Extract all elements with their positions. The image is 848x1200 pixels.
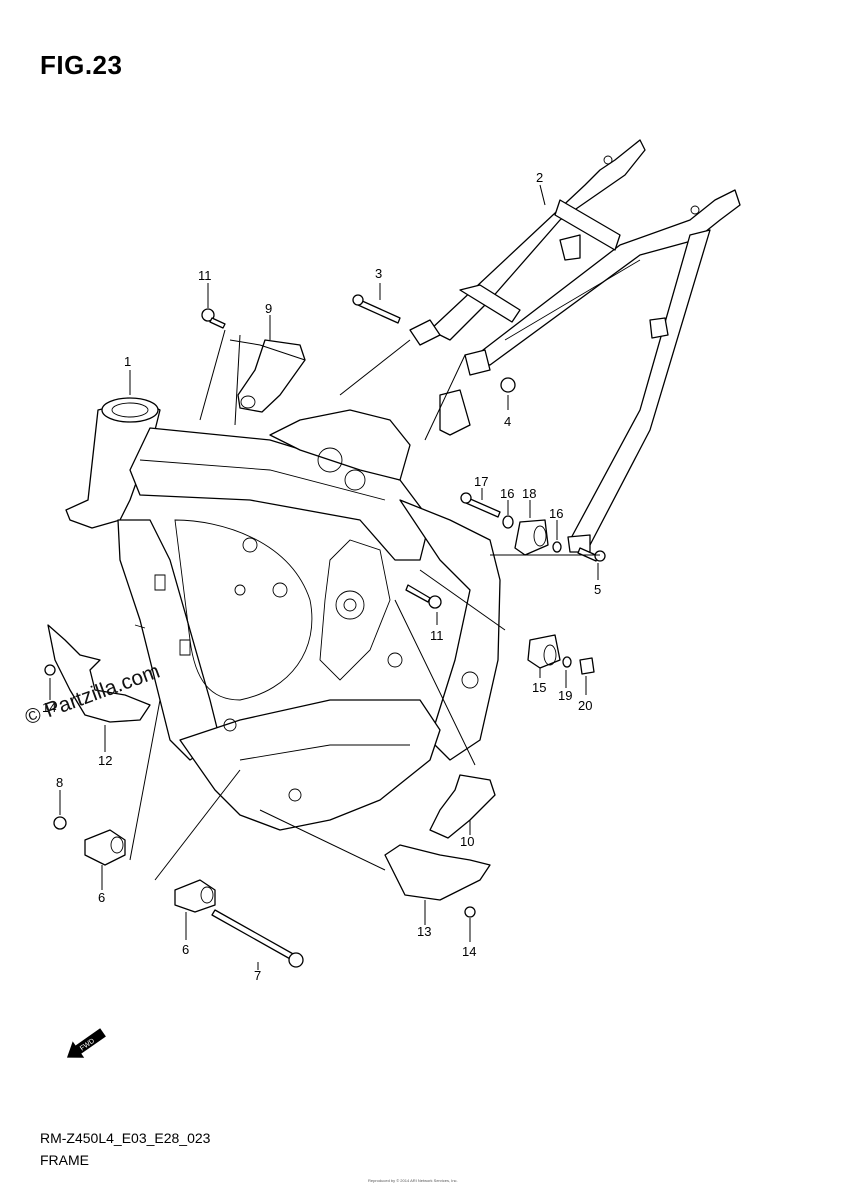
clamp-6-lower xyxy=(174,879,216,913)
callout-9: 9 xyxy=(265,301,272,316)
bolt-11-lower xyxy=(405,584,442,609)
bracket-10 xyxy=(429,774,496,839)
clamp-6-upper xyxy=(84,829,126,866)
bolt-14-right xyxy=(464,906,476,918)
skid-plate-13 xyxy=(384,844,491,901)
callout-19: 19 xyxy=(558,688,572,703)
main-frame xyxy=(65,397,501,831)
diagram-caption: FRAME xyxy=(40,1152,89,1168)
bolt-3 xyxy=(352,294,401,324)
callout-11a: 11 xyxy=(198,268,212,283)
diagram-code: RM-Z450L4_E03_E28_023 xyxy=(40,1130,211,1146)
spacer-assembly-upper xyxy=(460,492,562,556)
callout-15: 15 xyxy=(532,680,546,695)
callout-14b: 14 xyxy=(462,944,476,959)
callout-6a: 6 xyxy=(98,890,105,905)
callout-18: 18 xyxy=(522,486,536,501)
callout-10: 10 xyxy=(460,834,474,849)
spacer-assembly-lower xyxy=(527,634,595,675)
callout-20: 20 xyxy=(578,698,592,713)
callout-8: 8 xyxy=(56,775,63,790)
fwd-arrow-icon: FWD xyxy=(66,1028,106,1058)
callout-14a: 14 xyxy=(42,700,56,715)
callout-7: 7 xyxy=(254,968,261,983)
callout-17: 17 xyxy=(474,474,488,489)
footer-small-text: Reproduced by © 2014 ARI Network Service… xyxy=(368,1178,458,1183)
callout-2: 2 xyxy=(536,170,543,185)
figure-title: FIG.23 xyxy=(40,50,123,80)
callout-6b: 6 xyxy=(182,942,189,957)
bracket-9 xyxy=(237,339,306,413)
callout-16a: 16 xyxy=(500,486,514,501)
bolt-14-left xyxy=(44,664,56,676)
callout-13: 13 xyxy=(417,924,431,939)
nut-8 xyxy=(53,816,67,830)
callout-3: 3 xyxy=(375,266,382,281)
callout-5: 5 xyxy=(594,582,601,597)
bolt-11-upper xyxy=(201,308,226,329)
callout-11b: 11 xyxy=(430,628,444,643)
callout-1: 1 xyxy=(124,354,131,369)
rear-subframe xyxy=(409,139,741,553)
callout-16b: 16 xyxy=(549,506,563,521)
callout-12: 12 xyxy=(98,753,112,768)
leader-lines xyxy=(49,184,600,970)
nut-4 xyxy=(500,377,516,393)
frame-guard-12 xyxy=(47,624,151,723)
bolt-7 xyxy=(211,909,304,968)
callout-4: 4 xyxy=(504,414,511,429)
callout-numbers: 1 2 3 4 5 6 6 7 8 9 10 11 11 12 13 14 14… xyxy=(42,170,601,983)
fwd-label: FWD xyxy=(79,1038,96,1053)
